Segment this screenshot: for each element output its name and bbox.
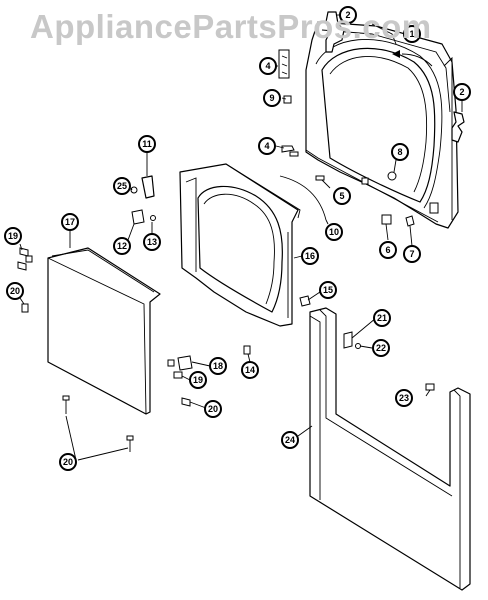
- callout-8: 8: [391, 143, 409, 161]
- callout-15: 15: [319, 281, 337, 299]
- callout-16: 16: [301, 247, 319, 265]
- callout-22: 22: [372, 339, 390, 357]
- svg-text:4: 4: [265, 61, 270, 71]
- latch-assembly-part: [177, 355, 193, 371]
- screw-part: [21, 303, 29, 313]
- callout-4: 4: [258, 137, 276, 155]
- callout-2: 2: [453, 83, 471, 101]
- top-bracket-part: [325, 11, 345, 53]
- screw-part: [25, 255, 33, 263]
- callout-6: 6: [379, 241, 397, 259]
- seal-strip-part: [279, 175, 327, 221]
- callout-17: 17: [61, 213, 79, 231]
- svg-text:13: 13: [147, 237, 157, 247]
- latch-part: [243, 345, 251, 355]
- screw-part: [425, 383, 435, 391]
- callout-14: 14: [241, 361, 259, 379]
- svg-text:17: 17: [65, 217, 75, 227]
- callout-18: 18: [209, 357, 227, 375]
- callout-11: 11: [138, 135, 156, 153]
- svg-text:2: 2: [459, 87, 464, 97]
- svg-text:12: 12: [117, 241, 127, 251]
- svg-text:4: 4: [264, 141, 269, 151]
- svg-text:16: 16: [305, 251, 315, 261]
- screw-set-part: [278, 49, 290, 79]
- svg-text:8: 8: [397, 147, 402, 157]
- svg-text:7: 7: [409, 249, 414, 259]
- callout-4: 4: [259, 57, 277, 75]
- svg-text:9: 9: [269, 93, 274, 103]
- callout-12: 12: [113, 237, 131, 255]
- svg-text:11: 11: [142, 139, 152, 149]
- screw-head-part: [126, 435, 134, 441]
- svg-text:19: 19: [8, 231, 18, 241]
- door-frame-part: [179, 163, 301, 327]
- screw-part: [130, 186, 138, 194]
- callout-1: 1: [403, 25, 421, 43]
- bolt-part: [315, 175, 325, 181]
- front-panel-part: [309, 307, 471, 591]
- svg-text:6: 6: [385, 245, 390, 255]
- svg-text:21: 21: [377, 313, 387, 323]
- callout-13: 13: [143, 233, 161, 251]
- svg-text:23: 23: [399, 393, 409, 403]
- callout-10: 10: [325, 223, 343, 241]
- switch-part: [343, 331, 353, 349]
- screw-head-part: [62, 395, 70, 401]
- screw-part: [281, 145, 295, 153]
- callout-20: 20: [204, 400, 222, 418]
- svg-text:14: 14: [245, 365, 255, 375]
- hinge-part: [141, 175, 155, 199]
- callout-19: 19: [4, 227, 22, 245]
- screw-part: [19, 247, 29, 257]
- svg-text:20: 20: [63, 457, 73, 467]
- callout-7: 7: [403, 245, 421, 263]
- svg-text:22: 22: [376, 343, 386, 353]
- callout-23: 23: [395, 389, 413, 407]
- clip-part: [381, 214, 392, 225]
- svg-text:5: 5: [339, 191, 344, 201]
- watermark-logo: AppliancePartsPros.com: [30, 8, 432, 45]
- svg-text:18: 18: [213, 361, 223, 371]
- screw-part: [17, 261, 27, 271]
- callout-20: 20: [6, 282, 24, 300]
- callout-5: 5: [333, 187, 351, 205]
- rotation-arrow: [401, 53, 433, 67]
- callout-21: 21: [373, 309, 391, 327]
- callout-20: 20: [59, 453, 77, 471]
- bracket-part: [131, 209, 145, 225]
- svg-text:15: 15: [323, 285, 333, 295]
- callout-24: 24: [281, 431, 299, 449]
- callout-25: 25: [113, 177, 131, 195]
- svg-text:20: 20: [10, 286, 20, 296]
- felt-seal-part: [387, 171, 397, 181]
- svg-text:10: 10: [329, 227, 339, 237]
- screw-part: [355, 343, 361, 349]
- arrow-head-icon: [392, 50, 400, 58]
- callout-2: 2: [339, 6, 357, 24]
- front-bulkhead-part: [305, 21, 459, 229]
- svg-text:20: 20: [208, 404, 218, 414]
- screw-part: [167, 359, 175, 367]
- svg-text:2: 2: [345, 10, 350, 20]
- svg-text:1: 1: [409, 29, 414, 39]
- callout-19: 19: [189, 371, 207, 389]
- screw-part: [181, 397, 191, 407]
- callout-9: 9: [263, 89, 281, 107]
- screw-part: [150, 215, 156, 221]
- spring-part: [405, 215, 415, 227]
- svg-text:19: 19: [193, 375, 203, 385]
- svg-text:24: 24: [285, 435, 295, 445]
- screw-part: [173, 371, 183, 379]
- svg-text:25: 25: [117, 181, 127, 191]
- right-bracket-part: [451, 111, 465, 143]
- screw-part: [289, 151, 299, 157]
- clip-part: [299, 295, 311, 307]
- outer-door-panel-part: [47, 247, 161, 415]
- clip-part: [283, 95, 292, 104]
